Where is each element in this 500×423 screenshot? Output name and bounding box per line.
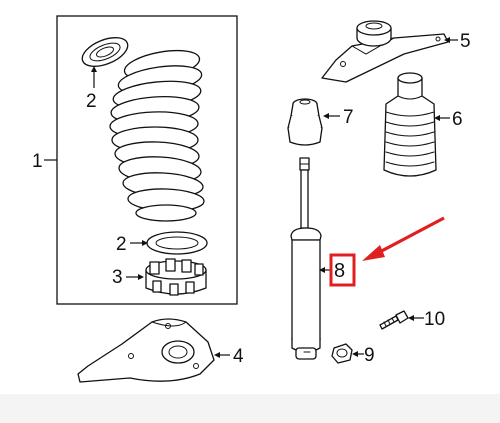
callout-8[interactable]: 8 bbox=[319, 260, 345, 282]
callout-6[interactable]: 6 bbox=[434, 109, 463, 130]
callout-label-5: 5 bbox=[460, 31, 471, 52]
shock-absorber[interactable] bbox=[290, 157, 322, 360]
spring-isolator[interactable] bbox=[145, 258, 207, 296]
upper-strut-mount[interactable] bbox=[321, 20, 449, 83]
lower-mount-bracket[interactable] bbox=[77, 318, 215, 383]
highlight-arrow bbox=[362, 216, 445, 261]
bolt[interactable] bbox=[379, 310, 409, 330]
callout-5[interactable]: 5 bbox=[444, 31, 471, 52]
callout-label-6: 6 bbox=[452, 109, 463, 130]
callout-3[interactable]: 3 bbox=[112, 267, 144, 288]
callout-label-2-upper: 2 bbox=[86, 91, 97, 112]
callout-1[interactable]: 1 bbox=[32, 151, 57, 172]
footer-band bbox=[0, 394, 500, 423]
upper-spring-seat[interactable] bbox=[78, 32, 131, 72]
callout-7[interactable]: 7 bbox=[323, 107, 354, 128]
callout-label-2-lower: 2 bbox=[116, 234, 127, 255]
callout-label-8: 8 bbox=[334, 260, 345, 282]
callout-label-1: 1 bbox=[32, 151, 43, 172]
highlight-box bbox=[329, 253, 356, 287]
callout-4[interactable]: 4 bbox=[214, 346, 244, 367]
callout-label-4: 4 bbox=[233, 346, 244, 367]
callout-label-7: 7 bbox=[343, 107, 354, 128]
coil-spring[interactable] bbox=[109, 46, 205, 222]
callout-10[interactable]: 10 bbox=[408, 309, 445, 330]
dust-boot[interactable] bbox=[383, 72, 437, 177]
callout-label-9: 9 bbox=[364, 345, 375, 366]
callout-2-lower[interactable]: 2 bbox=[116, 234, 148, 255]
callout-9[interactable]: 9 bbox=[352, 345, 375, 366]
callout-2-upper[interactable]: 2 bbox=[86, 66, 97, 112]
callout-label-10: 10 bbox=[424, 309, 445, 330]
bump-stop[interactable] bbox=[287, 98, 323, 146]
lower-spring-seat[interactable] bbox=[146, 231, 208, 255]
nut[interactable] bbox=[331, 343, 353, 364]
callout-label-3: 3 bbox=[112, 267, 123, 288]
